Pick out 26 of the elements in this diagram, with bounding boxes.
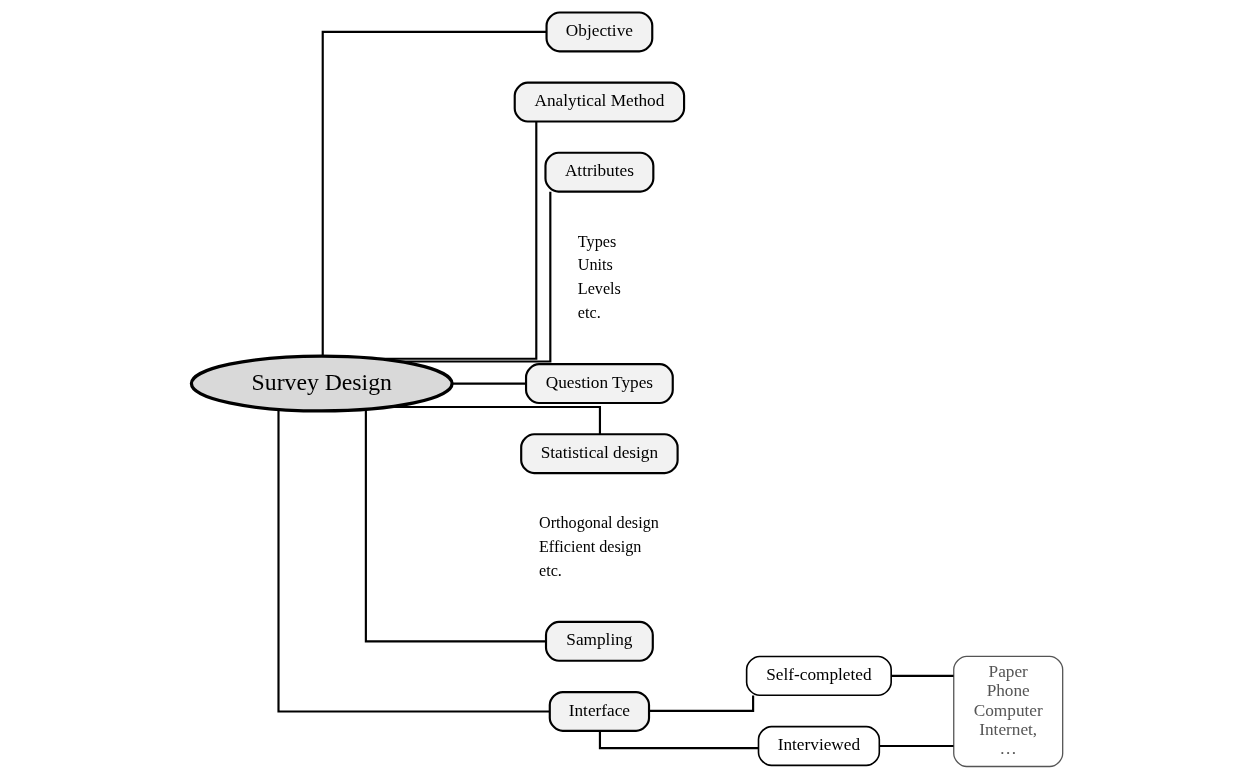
connector — [276, 409, 550, 713]
connector — [364, 409, 546, 643]
node-box: Attributes — [543, 151, 654, 193]
node-box: Objective — [544, 11, 653, 53]
node-label: Units — [577, 256, 613, 274]
connector — [377, 121, 537, 360]
node-label: Types — [577, 232, 616, 250]
node-label: Orthogonal design — [538, 514, 659, 532]
node-label: Efficient design — [538, 537, 641, 555]
connector — [878, 744, 953, 748]
node-box: Interviewed — [757, 725, 880, 767]
node-box: Question Types — [524, 363, 674, 405]
connector — [321, 30, 546, 356]
node-label: etc. — [538, 561, 562, 579]
node-box: Sampling — [544, 620, 654, 662]
node-box: Self-completed — [745, 655, 892, 697]
node-label: Levels — [577, 280, 621, 298]
node-label: etc. — [577, 303, 601, 321]
connector — [451, 382, 526, 385]
node-box: Interface — [548, 690, 650, 732]
node-box: Analytical Method — [513, 81, 685, 123]
connector — [398, 191, 551, 363]
node-box: Statistical design — [519, 433, 679, 475]
node-ellipse: Survey Design — [189, 354, 454, 413]
connector — [890, 674, 954, 677]
node-box: Paper Phone Computer Internet, … — [952, 655, 1063, 768]
